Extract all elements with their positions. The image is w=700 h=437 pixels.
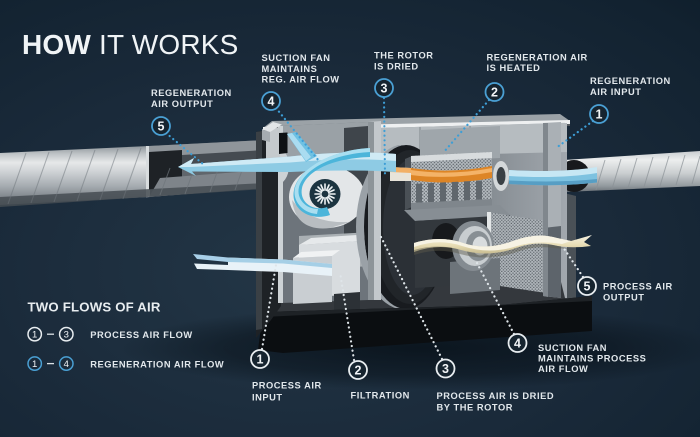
svg-text:REGENERATION AIR FLOW: REGENERATION AIR FLOW <box>90 360 224 370</box>
svg-text:4: 4 <box>268 95 275 109</box>
svg-text:3: 3 <box>64 330 69 341</box>
svg-text:5: 5 <box>584 280 591 294</box>
svg-text:1: 1 <box>32 359 37 370</box>
svg-text:1: 1 <box>257 353 264 367</box>
svg-text:FILTRATION: FILTRATION <box>351 391 410 401</box>
svg-text:5: 5 <box>158 120 165 134</box>
svg-text:1: 1 <box>596 108 603 122</box>
svg-text:PROCESS AIR FLOW: PROCESS AIR FLOW <box>90 330 192 340</box>
svg-text:3: 3 <box>442 362 449 376</box>
svg-text:TWO FLOWS OF AIR: TWO FLOWS OF AIR <box>28 300 161 315</box>
svg-text:4: 4 <box>64 359 69 370</box>
svg-text:2: 2 <box>491 86 498 100</box>
svg-text:HOW IT WORKS: HOW IT WORKS <box>22 29 239 60</box>
svg-text:2: 2 <box>355 364 362 378</box>
svg-text:3: 3 <box>381 82 388 96</box>
svg-text:1: 1 <box>32 330 37 341</box>
svg-text:4: 4 <box>514 337 521 351</box>
